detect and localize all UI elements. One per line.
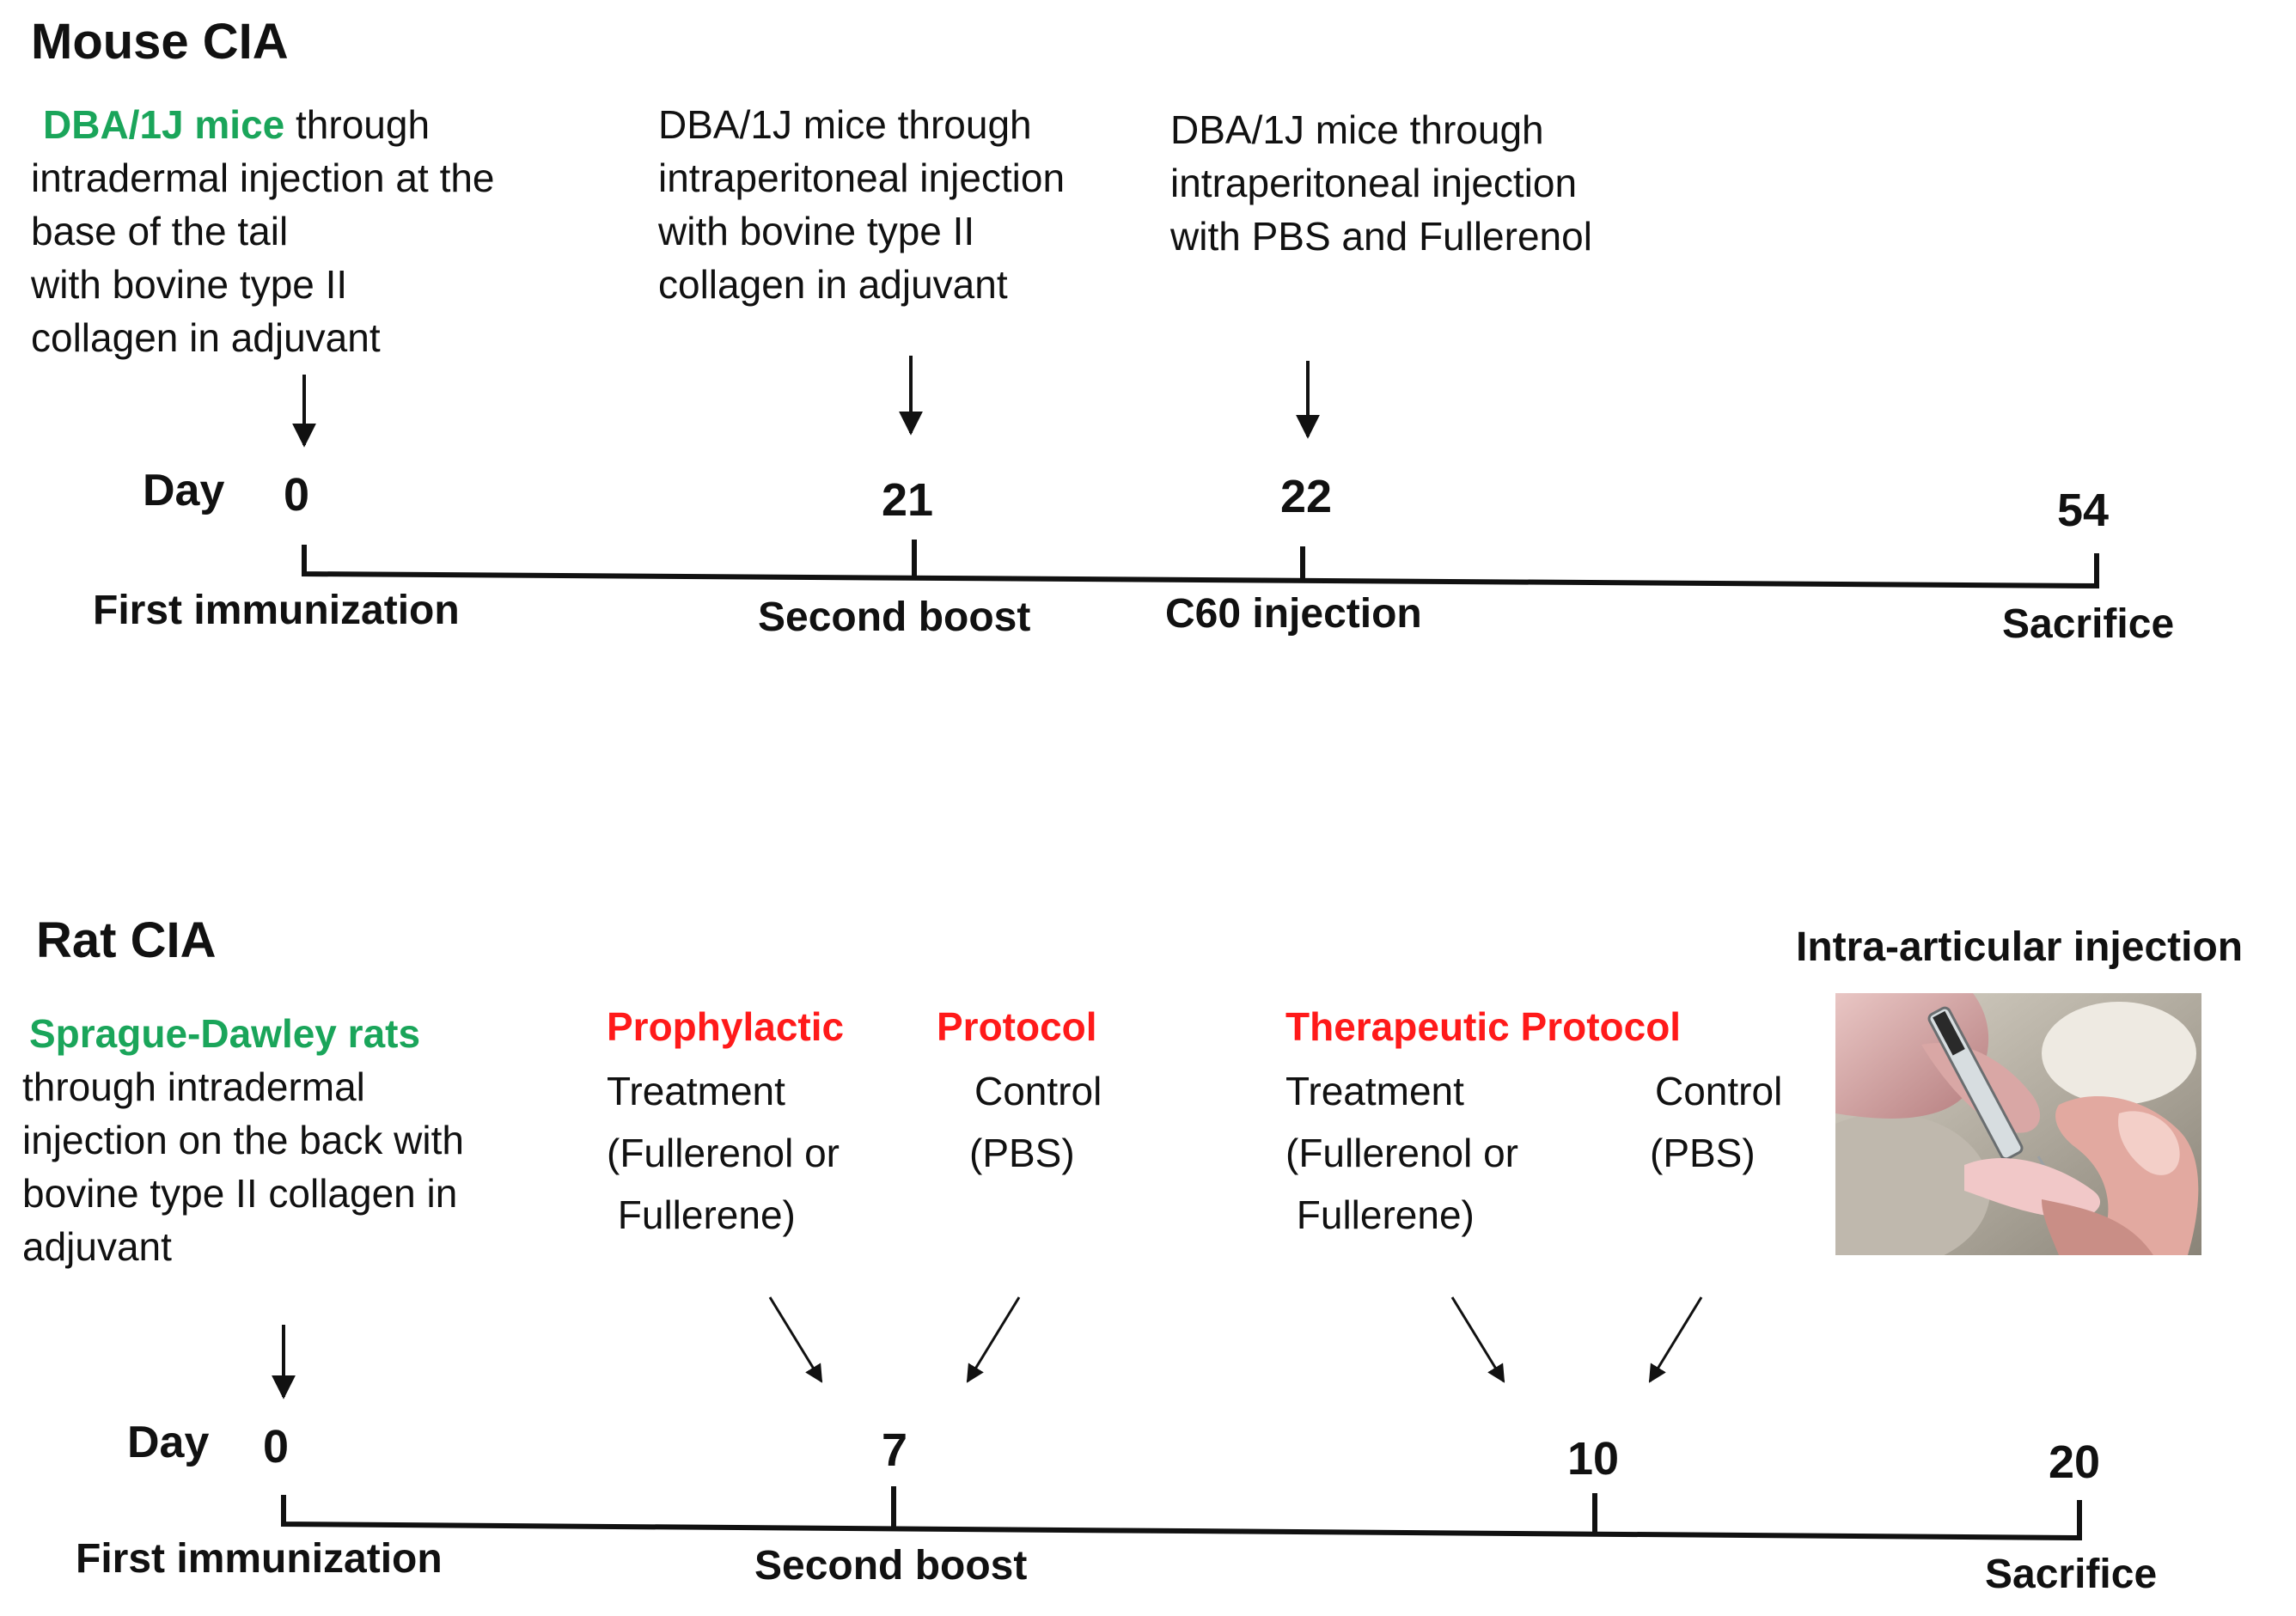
rat-step0-text: Sprague-Dawley rats through intradermal …	[22, 1007, 464, 1273]
rat-day-20: 20	[2049, 1436, 2101, 1488]
mouse-step22-line-3: with PBS and Fullerenol	[1170, 214, 1592, 259]
mouse-day-0: 0	[284, 469, 310, 521]
mouse-step22-text: DBA/1J mice through intraperitoneal inje…	[1170, 103, 1592, 263]
mouse-step21-line-3: with bovine type II	[658, 209, 975, 253]
therapeutic-control-line-2: (PBS)	[1650, 1131, 1756, 1175]
rat-event-first-immunization: First immunization	[76, 1536, 443, 1582]
mouse-step0-line-0: through	[284, 102, 430, 147]
rat-step0-line-3: bovine type II collagen in	[22, 1171, 458, 1216]
prophylactic-treatment-line-3: Fullerene)	[607, 1192, 796, 1237]
mouse-cia-title: Mouse CIA	[31, 14, 289, 70]
rat-step0-line-4: adjuvant	[22, 1224, 172, 1269]
rat-timeline-axis	[281, 1495, 2082, 1541]
prophylactic-treatment-line-2: (Fullerenol or	[607, 1131, 840, 1175]
mouse-timeline-axis	[302, 545, 2099, 589]
mouse-step0-line-1: intradermal injection at the	[31, 156, 495, 200]
mouse-step0-text: DBA/1J mice through intradermal injectio…	[31, 98, 495, 364]
rat-arrow-therapeutic-control	[1648, 1296, 1703, 1383]
mouse-event-sacrifice: Sacrifice	[2002, 601, 2175, 647]
prophylactic-heading: Prophylactic	[607, 1004, 845, 1049]
mouse-step21-line-4: collagen in adjuvant	[658, 262, 1008, 307]
rat-day-10: 10	[1567, 1433, 1620, 1485]
prophylactic-control: Control (PBS)	[969, 1060, 1102, 1184]
mouse-event-first-immunization: First immunization	[93, 588, 460, 633]
therapeutic-treatment-line-3: Fullerene)	[1285, 1192, 1475, 1237]
therapeutic-treatment-line-1: Treatment	[1285, 1069, 1464, 1113]
mouse-day-54: 54	[2057, 485, 2110, 536]
prophylactic-control-line-2: (PBS)	[969, 1131, 1075, 1175]
mouse-step21-line-2: intraperitoneal injection	[658, 156, 1066, 200]
mouse-step22-line-2: intraperitoneal injection	[1170, 161, 1578, 205]
mouse-day-label: Day	[143, 466, 225, 515]
therapeutic-control: Control (PBS)	[1650, 1060, 1782, 1184]
rat-step0-line-2: injection on the back with	[22, 1118, 464, 1162]
mouse-event-c60-injection: C60 injection	[1165, 591, 1422, 637]
rat-cia-title: Rat CIA	[36, 912, 217, 968]
therapeutic-heading: Therapeutic Protocol	[1285, 1004, 1682, 1049]
rat-step0-line-1: through intradermal	[22, 1064, 365, 1109]
rat-day-0: 0	[263, 1421, 290, 1473]
prophylactic-control-line-1: Control	[974, 1069, 1102, 1113]
rat-strain-highlight: Sprague-Dawley rats	[29, 1011, 421, 1056]
mouse-step21-line-1: DBA/1J mice through	[658, 102, 1032, 147]
rat-event-second-boost: Second boost	[754, 1543, 1028, 1589]
photo-caption: Intra-articular injection	[1796, 924, 2244, 970]
prophylactic-protocol-heading: Protocol	[937, 1004, 1097, 1049]
injection-photo-image	[1835, 993, 2201, 1255]
rat-arrow-therapeutic-treatment	[1450, 1296, 1505, 1383]
rat-event-sacrifice: Sacrifice	[1985, 1552, 2158, 1597]
prophylactic-treatment: Treatment (Fullerenol or Fullerene)	[607, 1060, 840, 1246]
intra-articular-injection-photo	[1835, 993, 2201, 1255]
rat-day-label: Day	[127, 1418, 210, 1467]
mouse-event-second-boost: Second boost	[758, 595, 1031, 640]
mouse-day-22: 22	[1280, 471, 1333, 522]
rat-arrow-prophylactic-treatment	[768, 1296, 823, 1383]
rat-arrow-prophylactic-control	[966, 1296, 1021, 1383]
therapeutic-treatment: Treatment (Fullerenol or Fullerene)	[1285, 1060, 1518, 1246]
mouse-day-21: 21	[882, 474, 934, 526]
mouse-step0-line-4: collagen in adjuvant	[31, 315, 381, 360]
mouse-step0-line-2: base of the tail	[31, 209, 289, 253]
mouse-strain-highlight: DBA/1J mice	[43, 102, 285, 147]
rat-day-7: 7	[882, 1424, 908, 1476]
therapeutic-control-line-1: Control	[1655, 1069, 1783, 1113]
mouse-step22-line-1: DBA/1J mice through	[1170, 107, 1544, 152]
therapeutic-treatment-line-2: (Fullerenol or	[1285, 1131, 1518, 1175]
mouse-step21-text: DBA/1J mice through intraperitoneal inje…	[658, 98, 1065, 311]
prophylactic-treatment-line-1: Treatment	[607, 1069, 785, 1113]
mouse-step0-line-3: with bovine type II	[31, 262, 348, 307]
